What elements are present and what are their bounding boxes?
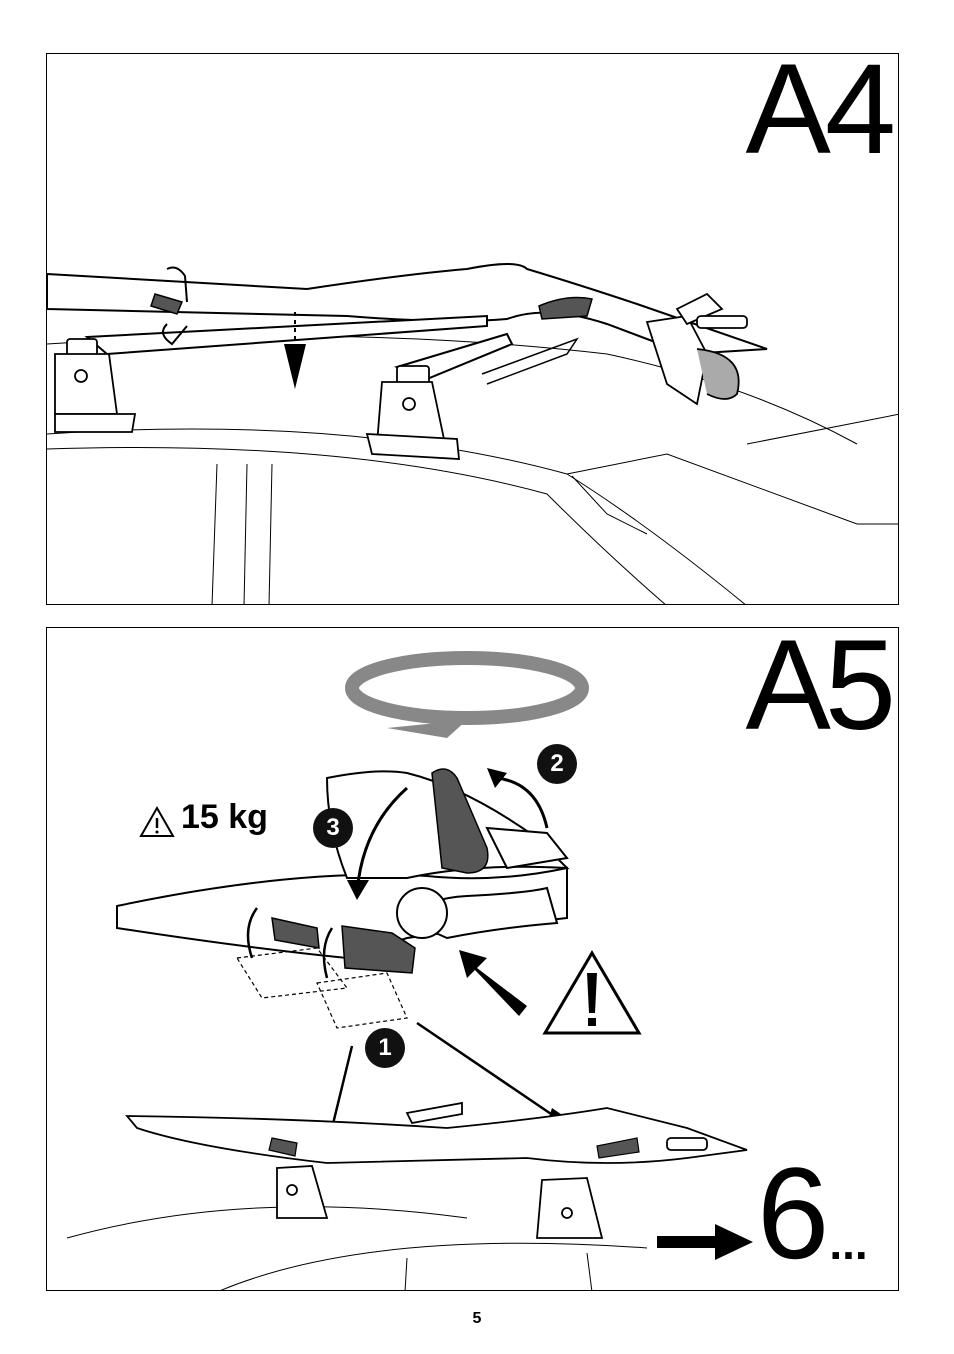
rotate-arrow-icon	[352, 658, 582, 738]
step-a5-panel: A5 15 kg 2 3 1 6 ...	[46, 627, 899, 1291]
weight-warning: 15 kg	[143, 798, 268, 837]
down-arrow-icon	[284, 312, 306, 389]
step-label: A5	[745, 627, 890, 750]
step-badge-3: 3	[313, 808, 353, 848]
next-step-ellipsis: ...	[829, 1220, 867, 1266]
page-number: 5	[0, 1310, 954, 1328]
next-step-indicator: 6 ...	[657, 1148, 868, 1278]
step-badge-1: 1	[365, 1028, 405, 1068]
warning-triangle-icon	[545, 953, 639, 1033]
next-step-number: 6	[757, 1148, 829, 1278]
step-badge-2: 2	[537, 744, 577, 784]
step-a4-panel: A4	[46, 53, 899, 605]
step-label: A4	[745, 53, 890, 174]
weight-label: 15 kg	[181, 798, 268, 837]
